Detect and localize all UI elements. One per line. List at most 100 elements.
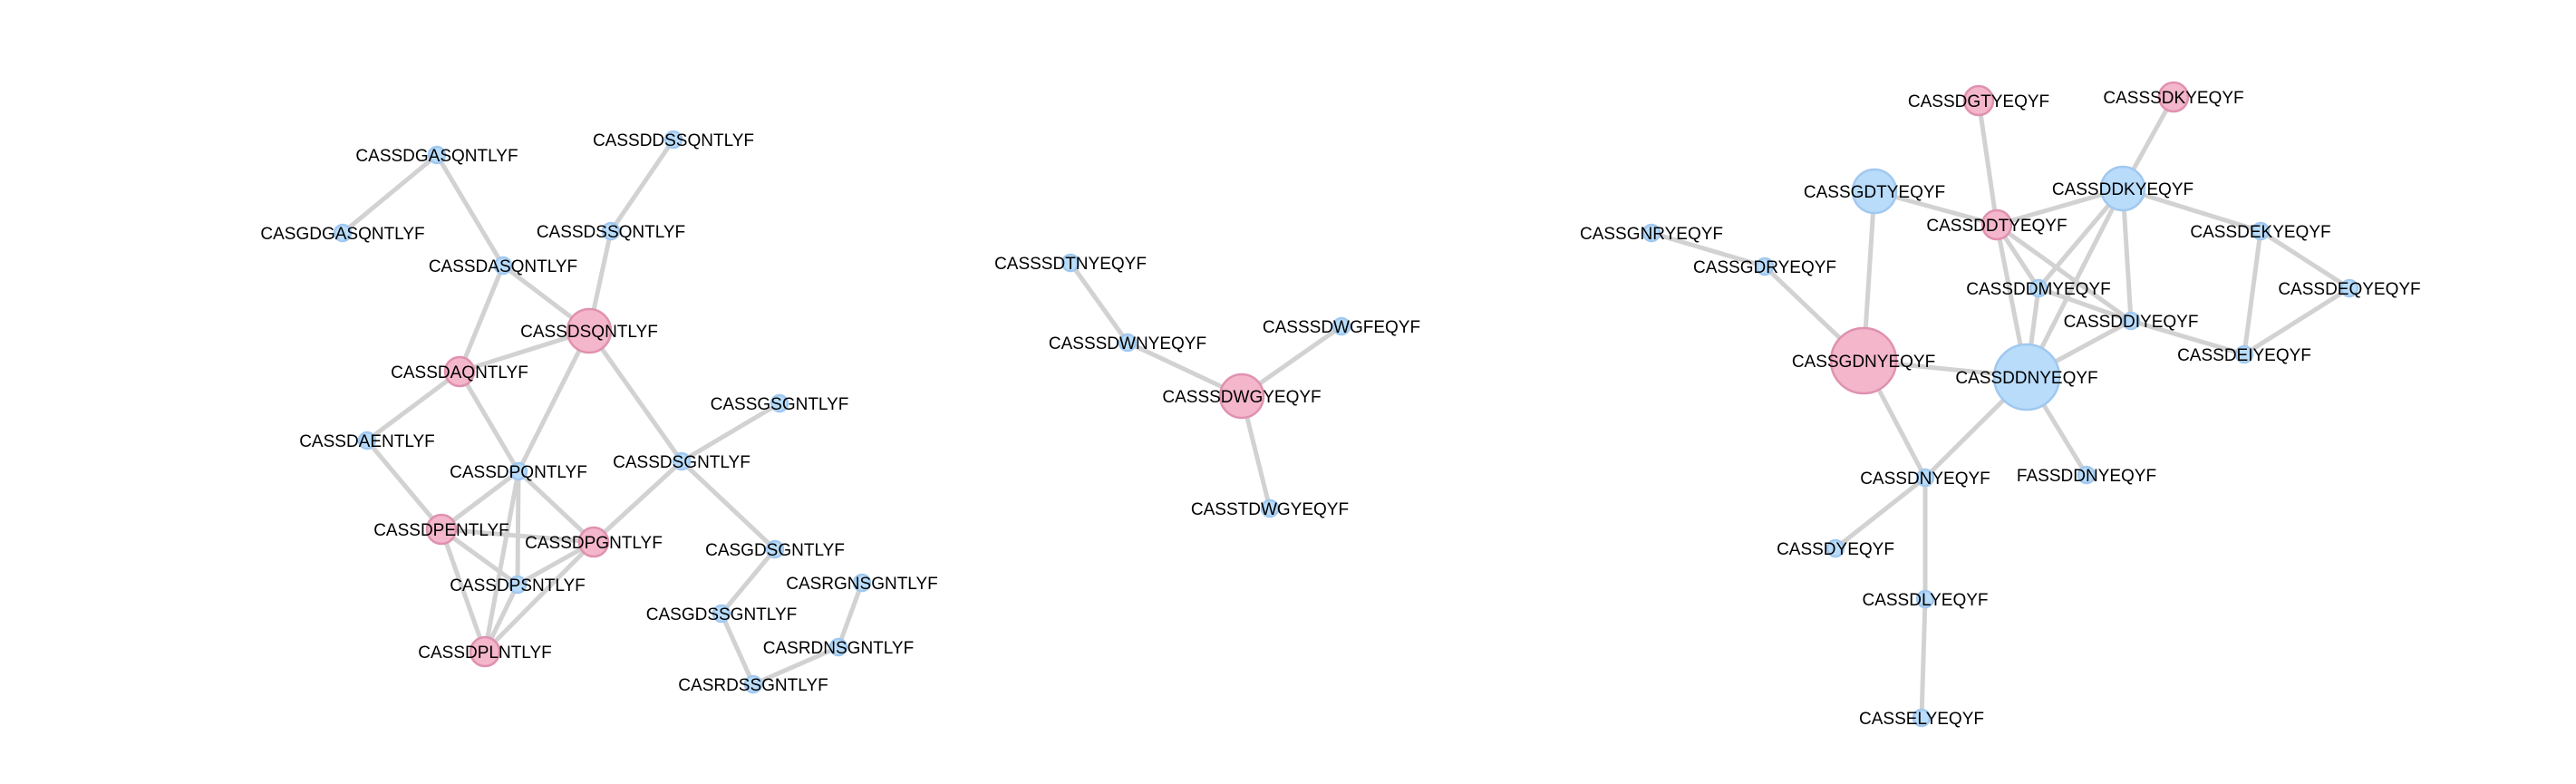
edge-cassdsgntlyf-cassgsgntlyf xyxy=(679,401,782,464)
node-label-cassddnyeqyf: CASSDDNYEQYF xyxy=(1955,369,2097,388)
node-label-cassdaqntlyf: CASSDAQNTLYF xyxy=(391,363,528,382)
edge-cassdasqntlyf-cassdaqntlyf xyxy=(457,263,506,374)
node-cassgdryeqyf[interactable] xyxy=(1755,256,1775,276)
node-label-casrgnsgntlyf: CASRGNSGNTLYF xyxy=(786,575,938,594)
node-casrdnsgntlyf[interactable] xyxy=(828,637,848,657)
node-casstdwgyeqyf[interactable] xyxy=(1260,498,1280,518)
node-cassdpsntlyf[interactable] xyxy=(508,575,528,595)
node-cassdgtyeqyf[interactable] xyxy=(1962,84,1995,117)
node-cassddmyeqyf[interactable] xyxy=(2029,278,2048,298)
edge-casrgnsgntlyf-casrdnsgntlyf xyxy=(836,580,865,650)
node-cassdplntlyf[interactable] xyxy=(469,635,501,668)
node-label-cassdpgntlyf: CASSDPGNTLYF xyxy=(525,534,663,553)
edge-cassdsgntlyf-casgdsgntlyf xyxy=(679,459,778,552)
node-cassdeqyeqyf[interactable] xyxy=(2339,278,2359,298)
edge-cassdaentlyf-cassdpentlyf xyxy=(364,438,444,532)
node-cassddkyeqyf[interactable] xyxy=(2099,165,2146,212)
node-cassdlyeqyf[interactable] xyxy=(1915,589,1935,609)
node-label-cassdssqntlyf: CASSDSSQNTLYF xyxy=(537,223,685,242)
node-cassdekyeqyf[interactable] xyxy=(2251,221,2271,241)
node-label-cassgsgntlyf: CASSGSGNTLYF xyxy=(711,395,849,414)
node-label-cassddtyeqyf: CASSDDTYEQYF xyxy=(1926,217,2067,236)
node-casssdwnyeqyf[interactable] xyxy=(1118,333,1138,353)
edge-cassddiyeqyf-cassdeiyeqyf xyxy=(2128,318,2247,357)
node-cassdpentlyf[interactable] xyxy=(425,513,458,546)
node-casselyeqyf[interactable] xyxy=(1912,708,1932,728)
node-label-cassgdnyeqyf: CASSGDNYEQYF xyxy=(1792,353,1935,372)
edge-cassdsqntlyf-cassdsgntlyf xyxy=(586,328,684,464)
node-label-cassdasqntlyf: CASSDASQNTLYF xyxy=(429,257,577,276)
node-fassddnyeqyf[interactable] xyxy=(2077,465,2097,485)
node-cassgnryeqyf[interactable] xyxy=(1641,223,1661,243)
edge-cassddmyeqyf-cassddiyeqyf xyxy=(2036,286,2134,324)
node-label-cassdaentlyf: CASSDAENTLYF xyxy=(299,432,435,451)
node-label-cassdgasqntlyf: CASSDGASQNTLYF xyxy=(355,147,518,166)
edges-layer xyxy=(340,94,2352,721)
node-cassdssqntlyf[interactable] xyxy=(601,221,621,241)
edge-cassdgasqntlyf-casgdgasqntlyf xyxy=(340,152,440,236)
node-cassdeiyeqyf[interactable] xyxy=(2234,344,2254,364)
node-label-casrdnsgntlyf: CASRDNSGNTLYF xyxy=(763,639,914,658)
node-label-cassgdtyeqyf: CASSGDTYEQYF xyxy=(1804,183,1945,202)
node-cassdgasqntlyf[interactable] xyxy=(427,145,447,165)
edge-cassdnyeqyf-cassdyeqyf xyxy=(1833,475,1928,551)
edge-cassdpentlyf-cassdplntlyf xyxy=(439,527,488,654)
edge-cassdgasqntlyf-cassdasqntlyf xyxy=(434,152,506,268)
node-cassdsqntlyf[interactable] xyxy=(566,307,613,354)
node-label-casrdssgntlyf: CASRDSSGNTLYF xyxy=(678,676,828,695)
node-cassdasqntlyf[interactable] xyxy=(493,256,513,276)
node-label-cassdnyeqyf: CASSDNYEQYF xyxy=(1860,469,1990,489)
node-casgdgasqntlyf[interactable] xyxy=(333,223,353,243)
node-label-cassdsgntlyf: CASSDSGNTLYF xyxy=(613,453,751,472)
node-label-casstdwgyeqyf: CASSTDWGYEQYF xyxy=(1191,500,1349,519)
edge-cassddtyeqyf-cassddiyeqyf xyxy=(1994,222,2134,324)
node-cassdpqntlyf[interactable] xyxy=(508,461,528,481)
node-label-cassdgtyeqyf: CASSDGTYEQYF xyxy=(1908,92,2049,111)
node-label-casgdsgntlyf: CASGDSGNTLYF xyxy=(705,541,845,560)
edge-cassddssqntlyf-cassdssqntlyf xyxy=(608,137,676,234)
node-cassdaqntlyf[interactable] xyxy=(443,355,476,388)
edge-cassdekyeqyf-cassdeqyeqyf xyxy=(2258,228,2352,291)
node-cassddssqntlyf[interactable] xyxy=(663,130,683,150)
node-label-cassdpentlyf: CASSDPENTLYF xyxy=(373,521,509,540)
node-label-casselyeqyf: CASSELYEQYF xyxy=(1859,710,1984,729)
node-casssdwgfeqyf[interactable] xyxy=(1332,316,1351,336)
node-cassdyeqyf[interactable] xyxy=(1825,538,1845,558)
node-cassgdtyeqyf[interactable] xyxy=(1851,168,1898,215)
node-casgdsgntlyf[interactable] xyxy=(765,539,785,559)
node-cassdsgntlyf[interactable] xyxy=(672,451,692,471)
edge-cassdeqyeqyf-cassdeiyeqyf xyxy=(2242,286,2352,357)
node-cassgsgntlyf[interactable] xyxy=(770,393,789,413)
nodes-layer xyxy=(333,81,2359,728)
edge-casgdssgntlyf-casrdssgntlyf xyxy=(719,611,756,687)
node-label-cassdlyeqyf: CASSDLYEQYF xyxy=(1862,591,1988,610)
node-casrdssgntlyf[interactable] xyxy=(743,674,763,694)
edge-casssdtnyeqyf-casssdwnyeqyf xyxy=(1068,260,1130,345)
node-label-cassdeqyeqyf: CASSDEQYEQYF xyxy=(2278,280,2420,299)
node-cassgdnyeqyf[interactable] xyxy=(1829,326,1898,395)
node-cassddnyeqyf[interactable] xyxy=(1992,343,2061,411)
node-label-cassddiyeqyf: CASSDDIYEQYF xyxy=(2064,313,2199,332)
node-cassdpgntlyf[interactable] xyxy=(577,526,610,558)
node-casssdkyeqyf[interactable] xyxy=(2157,81,2190,113)
edge-casrdnsgntlyf-casrdssgntlyf xyxy=(751,644,841,687)
edge-cassdaqntlyf-cassdpqntlyf xyxy=(457,369,521,474)
node-cassdaentlyf[interactable] xyxy=(357,431,377,450)
node-label-cassdplntlyf: CASSDPLNTLYF xyxy=(418,644,551,663)
node-label-cassddssqntlyf: CASSDDSSQNTLYF xyxy=(593,131,754,150)
node-cassdnyeqyf[interactable] xyxy=(1915,468,1935,488)
node-label-cassdyeqyf: CASSDYEQYF xyxy=(1777,540,1894,559)
node-cassddtyeqyf[interactable] xyxy=(1980,208,2013,241)
node-casgdssgntlyf[interactable] xyxy=(712,604,731,624)
node-cassddiyeqyf[interactable] xyxy=(2121,311,2141,331)
node-label-casssdwgfeqyf: CASSSDWGFEQYF xyxy=(1263,318,1420,337)
node-label-casssdwnyeqyf: CASSSDWNYEQYF xyxy=(1049,334,1206,353)
node-casssdwgyeqyf[interactable] xyxy=(1218,373,1265,420)
node-label-casssdwgyeqyf: CASSSDWGYEQYF xyxy=(1162,388,1321,407)
edge-cassddkyeqyf-cassdekyeqyf xyxy=(2120,186,2263,234)
node-label-cassdekyeqyf: CASSDEKYEQYF xyxy=(2190,223,2330,242)
node-label-fassddnyeqyf: FASSDDNYEQYF xyxy=(2017,467,2156,486)
node-casssdtnyeqyf[interactable] xyxy=(1060,253,1080,273)
node-casrgnsgntlyf[interactable] xyxy=(852,573,872,593)
